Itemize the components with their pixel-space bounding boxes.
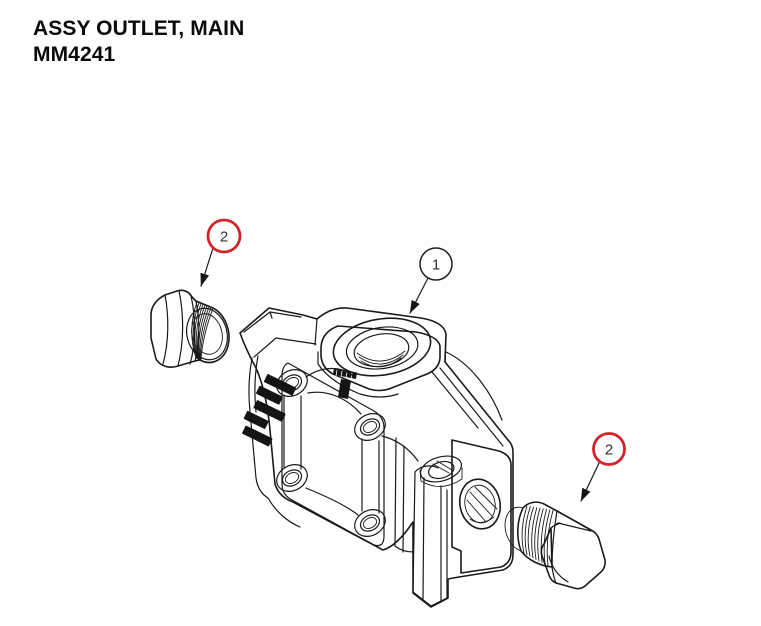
washer-boundary [551, 510, 558, 584]
casting-mark-icon [242, 374, 297, 447]
bolt-lug [276, 464, 308, 492]
side-port [458, 478, 502, 530]
plug-end-face [186, 307, 228, 361]
wing-facets [243, 311, 318, 358]
top-port-threads [356, 350, 406, 368]
callout-leader [409, 277, 429, 314]
callout-number: 1 [432, 257, 440, 274]
flange-plate [281, 362, 385, 547]
front-column [394, 437, 448, 607]
callout-number: 2 [220, 229, 228, 246]
callout-number: 2 [605, 442, 613, 459]
side-port-plate [451, 439, 512, 574]
webs [267, 367, 419, 528]
callout-circle-red[interactable] [592, 432, 626, 466]
hex-plug-right-drawing [504, 501, 606, 590]
hex-head-facets [162, 290, 200, 367]
side-port-inner [464, 484, 496, 524]
top-port-outer-ring [332, 317, 432, 377]
hex-plug-left-outline [150, 289, 230, 368]
callout-leader [580, 460, 601, 502]
plug-threads [521, 505, 554, 567]
callout-balloon-2-left[interactable]: 2 [206, 218, 242, 254]
body-silhouette [239, 307, 514, 608]
callout-balloon-1[interactable]: 1 [419, 247, 453, 281]
plug-end-arc [504, 506, 524, 552]
part-number: MM4241 [33, 42, 116, 66]
shoulder-facets [431, 351, 504, 447]
plug-end-chamfer [191, 313, 223, 355]
callout-circle-black[interactable] [419, 247, 453, 281]
port-pin-icon [333, 368, 357, 399]
top-port-inner-ring [345, 326, 419, 370]
bolt-lug [354, 509, 386, 537]
side-port-threads [466, 486, 498, 523]
callout-leaders [200, 247, 601, 502]
hex-plug-left-drawing [150, 289, 230, 368]
top-boss-rim [320, 325, 441, 392]
assembly-title: ASSY OUTLET, MAIN [33, 17, 245, 40]
flange-ribs [283, 394, 380, 514]
bolt-lug [354, 413, 386, 441]
outlet-body-drawing [239, 307, 514, 608]
boss-skirt [317, 351, 446, 398]
callout-circle-red[interactable] [206, 218, 242, 254]
callout-leader [200, 247, 214, 287]
title-block: ASSY OUTLET, MAIN MM4241 [33, 16, 244, 67]
side-port-outer [458, 478, 502, 530]
callout-balloon-2-right[interactable]: 2 [592, 432, 626, 466]
